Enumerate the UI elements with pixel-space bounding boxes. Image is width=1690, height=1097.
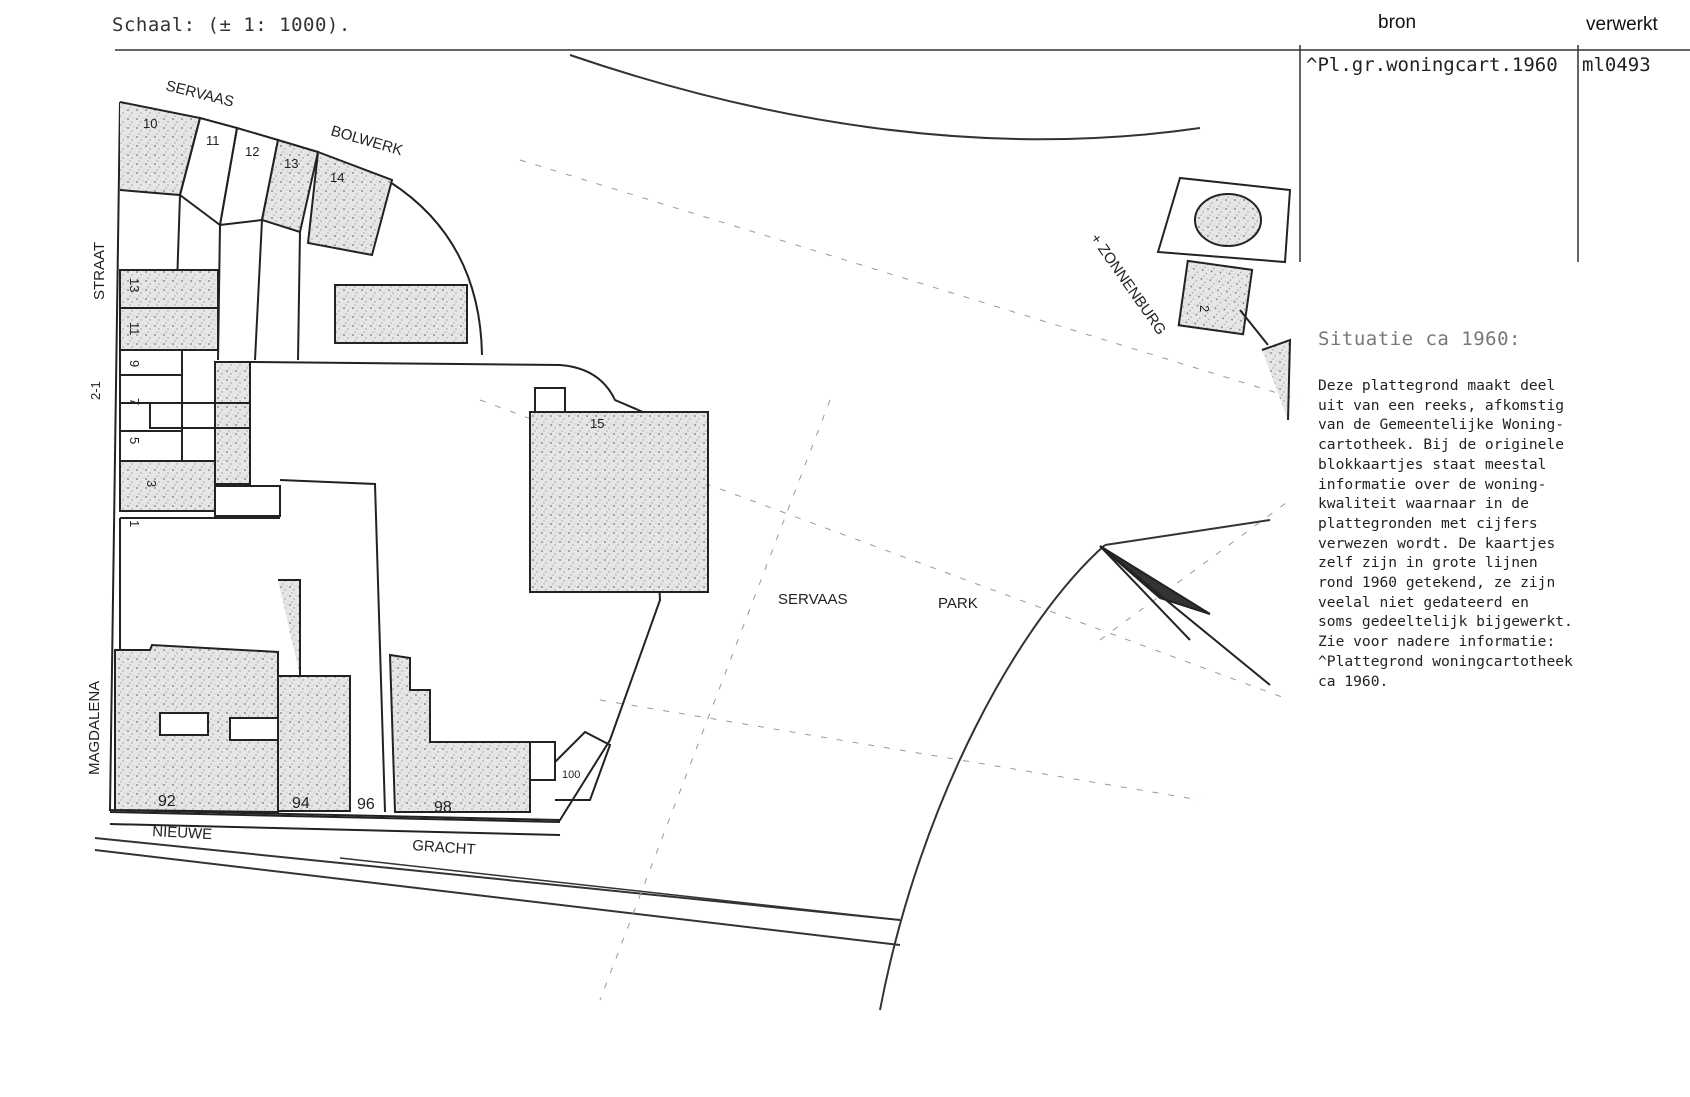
info-line: blokkaartjes staat meestal: [1318, 455, 1547, 473]
label-zonnenburg: + ZONNENBURG: [1087, 231, 1170, 339]
header-table: [115, 45, 1690, 262]
source-column-header: bron: [1378, 12, 1417, 33]
label-nieuwe: NIEUWE: [152, 823, 213, 843]
info-line: Zie voor nadere informatie:: [1318, 633, 1556, 651]
info-line: rond 1960 getekend, ze zijn: [1318, 574, 1556, 592]
info-title: Situatie ca 1960:: [1318, 328, 1521, 350]
label-servaas: SERVAAS: [164, 77, 236, 110]
label-straat: STRAAT: [91, 242, 108, 300]
number-14: 14: [330, 170, 344, 185]
label-park-servaas: SERVAAS: [778, 591, 847, 608]
number-w5: 5: [127, 437, 142, 444]
faint-dashed-lines: [479, 159, 1301, 1001]
north-arrow-icon: [1099, 545, 1271, 686]
number-w21: 2-1: [88, 381, 103, 400]
info-line: van de Gemeentelijke Woning-: [1318, 416, 1565, 434]
source-reference: ^Pl.gr.woningcart.1960: [1306, 54, 1558, 76]
number-w7: 7: [127, 398, 142, 405]
label-bolwerk: BOLWERK: [329, 123, 405, 160]
number-z2: 2: [1197, 305, 1212, 312]
info-line: verwezen wordt. De kaartjes: [1318, 534, 1556, 552]
label-gracht: GRACHT: [412, 837, 476, 858]
number-96: 96: [357, 796, 375, 813]
number-w1: 1: [127, 520, 142, 527]
info-line: zelf zijn in grote lijnen: [1318, 554, 1538, 572]
number-12: 12: [245, 144, 259, 159]
number-10: 10: [143, 116, 157, 131]
house-numbers: 10 11 12 13 14 13 11 9 7 5 3 1 2-1 15 2 …: [88, 116, 1212, 816]
info-text: Deze plattegrond maakt deel uit van een …: [1318, 376, 1618, 691]
number-w11: 11: [127, 322, 142, 336]
park-boundaries: [94, 54, 1271, 1011]
number-11: 11: [206, 133, 220, 148]
info-line: veelal niet gedateerd en: [1318, 593, 1529, 611]
number-92: 92: [158, 793, 176, 810]
number-98: 98: [434, 799, 452, 816]
label-magdalena: MAGDALENA: [86, 681, 103, 775]
canal-edge: [109, 811, 561, 836]
info-line: plattegronden met cijfers: [1318, 514, 1538, 532]
scale-label: Schaal: (± 1: 1000).: [112, 14, 351, 36]
processed-column-header: verwerkt: [1586, 14, 1658, 35]
info-line: cartotheek. Bij de originele: [1318, 436, 1565, 454]
number-b15: 15: [590, 416, 604, 431]
number-13: 13: [284, 156, 298, 171]
zonnenburg-buildings: [1156, 176, 1292, 421]
number-94: 94: [292, 795, 310, 812]
info-line: ^Plattegrond woningcartotheek: [1318, 652, 1573, 670]
info-line: ca 1960.: [1318, 672, 1389, 690]
number-w13: 13: [127, 278, 142, 292]
info-line: kwaliteit waarnaar in de: [1318, 495, 1529, 513]
building-block: [108, 101, 709, 822]
number-100: 100: [562, 769, 580, 781]
number-w3: 3: [144, 480, 159, 487]
info-line: informatie over de woning-: [1318, 475, 1547, 493]
number-w9: 9: [127, 360, 142, 367]
info-line: soms gedeeltelijk bijgewerkt.: [1318, 613, 1573, 631]
label-park: PARK: [938, 595, 978, 612]
processing-code: ml0493: [1582, 54, 1651, 76]
info-line: uit van een reeks, afkomstig: [1318, 396, 1565, 414]
info-line: Deze plattegrond maakt deel: [1318, 377, 1556, 394]
